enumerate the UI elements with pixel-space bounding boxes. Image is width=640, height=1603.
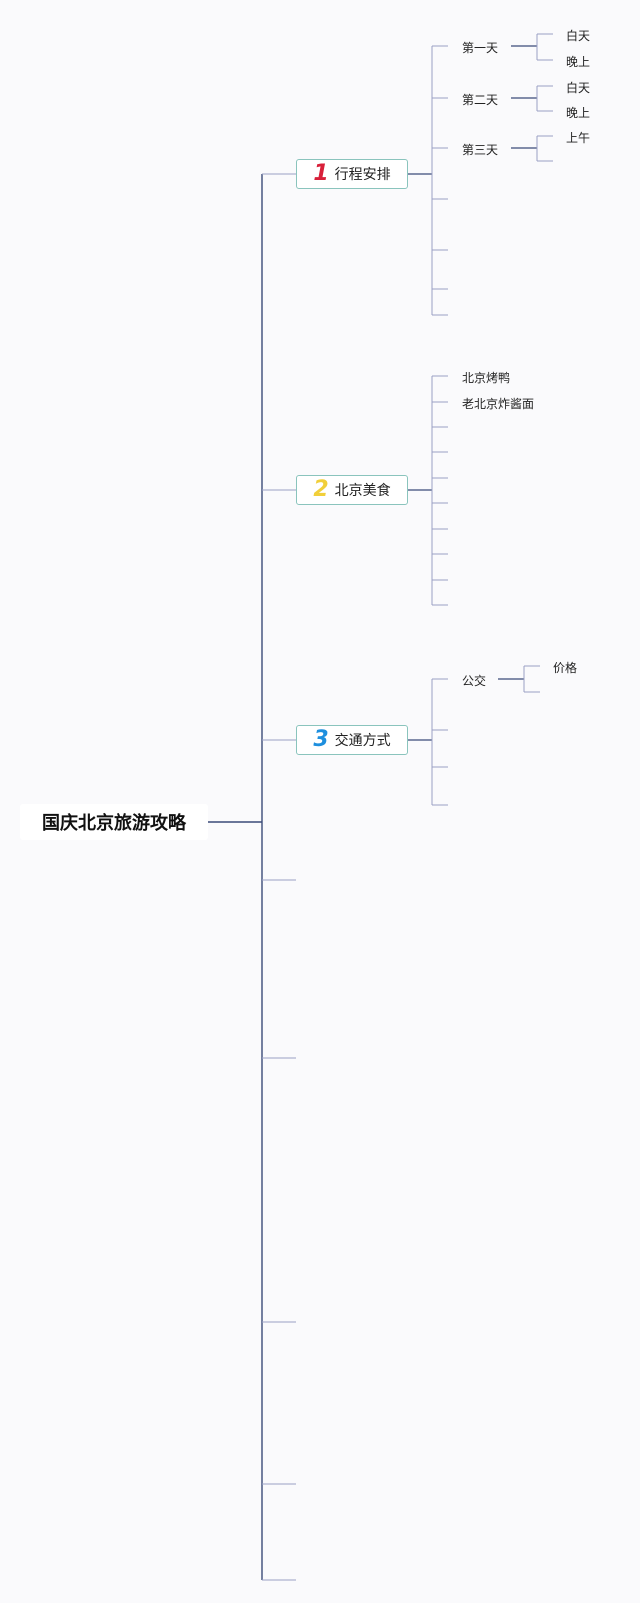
- topic-morning[interactable]: 上午: [566, 131, 591, 145]
- topic-day-two[interactable]: 第二天: [462, 93, 499, 107]
- branch-transport[interactable]: 3 交通方式: [296, 725, 408, 755]
- topic-peking-duck[interactable]: 北京烤鸭: [462, 371, 511, 385]
- branch-label: 行程安排: [334, 167, 391, 183]
- branch-itinerary[interactable]: 1 行程安排: [296, 159, 408, 189]
- topic-daytime[interactable]: 白天: [566, 29, 591, 43]
- topic-day-one[interactable]: 第一天: [462, 41, 499, 55]
- root-topic[interactable]: 国庆北京旅游攻略: [20, 804, 208, 840]
- topic-price[interactable]: 价格: [553, 661, 578, 675]
- root-topic-label: 国庆北京旅游攻略: [42, 813, 186, 834]
- topic-daytime[interactable]: 白天: [566, 81, 591, 95]
- topic-evening[interactable]: 晚上: [566, 55, 591, 69]
- branch-label: 交通方式: [334, 733, 391, 749]
- branch-label: 北京美食: [334, 483, 391, 499]
- number-3-icon: 3: [313, 727, 329, 752]
- number-1-icon: 1: [313, 161, 329, 186]
- number-2-icon: 2: [313, 477, 329, 502]
- topic-evening[interactable]: 晚上: [566, 106, 591, 120]
- topic-day-three[interactable]: 第三天: [462, 143, 499, 157]
- topic-zhajiang-noodles[interactable]: 老北京炸酱面: [462, 397, 535, 411]
- branch-food[interactable]: 2 北京美食: [296, 475, 408, 505]
- topic-bus[interactable]: 公交: [462, 674, 487, 688]
